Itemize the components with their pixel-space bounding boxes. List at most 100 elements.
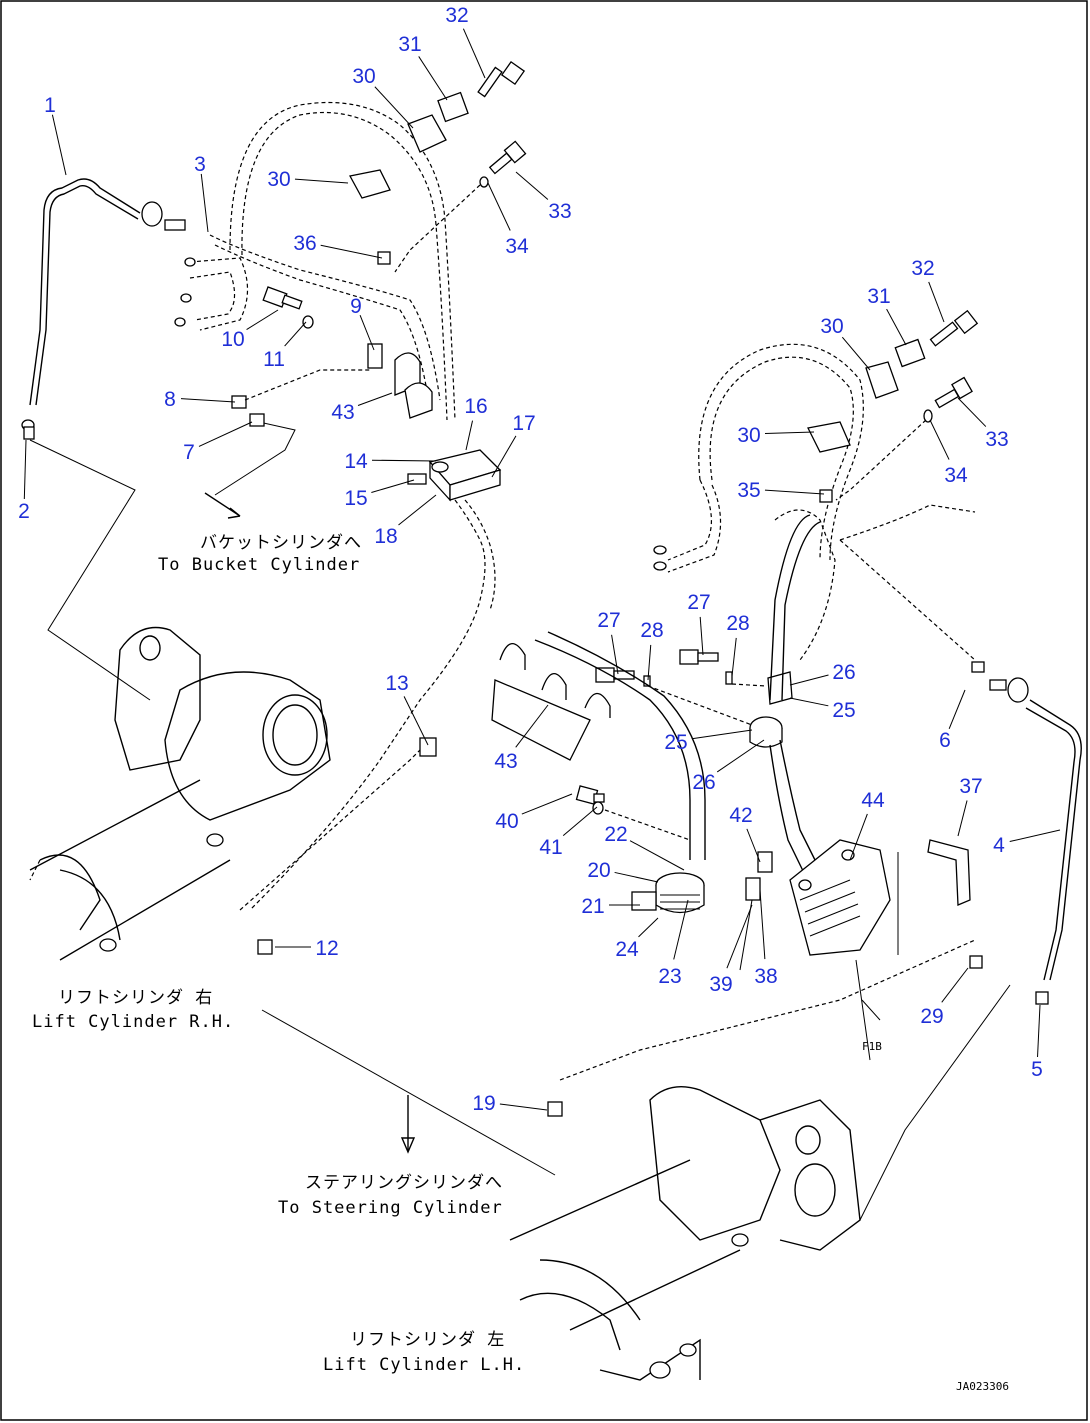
- callout-leader: [371, 479, 415, 493]
- callout-leader: [499, 1103, 548, 1111]
- caption-lift-lh-en: Lift Cylinder L.H.: [323, 1355, 525, 1375]
- callout-label: 26: [692, 771, 715, 794]
- callout-leader: [886, 308, 907, 346]
- callout-7: 7: [183, 421, 253, 464]
- callout-label: 27: [687, 591, 710, 614]
- bolt-27-a: [595, 667, 635, 683]
- nut-12: [257, 939, 273, 955]
- block-16: [407, 449, 502, 502]
- callout-label: 7: [183, 441, 195, 464]
- callout-label: 11: [263, 348, 285, 371]
- callout-leader: [929, 419, 950, 460]
- hose-22-b: [547, 631, 706, 860]
- callout-30: 30: [820, 315, 871, 371]
- callout-37: 37: [957, 775, 983, 837]
- bolt-27b-dashed: [731, 683, 767, 687]
- callout-label: 31: [398, 33, 421, 56]
- upper-right-hose: [653, 343, 864, 661]
- clamp-30-upper: [349, 114, 447, 199]
- callout-leader: [200, 173, 209, 233]
- callout-leader: [521, 793, 573, 815]
- lift-cylinder-rh: [29, 626, 331, 961]
- callout-43: 43: [494, 704, 549, 773]
- valve-44: F1B: [789, 839, 891, 1061]
- callout-20: 20: [587, 859, 659, 883]
- callout-26: 26: [789, 661, 856, 686]
- callout-leader: [487, 182, 511, 231]
- hose-13: [249, 499, 486, 911]
- callout-label: 19: [472, 1092, 495, 1115]
- callout-leader: [614, 871, 659, 883]
- hose-12: [239, 744, 426, 911]
- callout-10: 10: [221, 309, 279, 351]
- callout-34: 34: [929, 419, 968, 487]
- callout-label: 4: [993, 834, 1005, 857]
- callout-label: 30: [352, 65, 375, 88]
- callout-label: 33: [985, 428, 1008, 451]
- callout-28: 28: [640, 619, 664, 681]
- callout-label: 39: [709, 973, 732, 996]
- callout-leader: [374, 86, 414, 129]
- callout-25: 25: [789, 697, 856, 722]
- callout-17: 17: [491, 412, 536, 478]
- callout-label: 34: [944, 464, 968, 487]
- plate-31-upper: [437, 91, 469, 123]
- callout-label: 43: [331, 401, 354, 424]
- callout-label: 42: [729, 804, 752, 827]
- callout-14: 14: [344, 450, 437, 473]
- bolt-40: [575, 785, 605, 805]
- callout-label: 21: [581, 895, 604, 918]
- caption-lift-rh-en: Lift Cylinder R.H.: [32, 1012, 234, 1032]
- callout-label: 26: [832, 661, 855, 684]
- callout-leader: [180, 398, 236, 403]
- callout-leader: [957, 397, 987, 427]
- caption-lift-rh-jp: リフトシリンダ 右: [58, 988, 213, 1008]
- callout-leader: [198, 421, 253, 447]
- callout-label: 38: [754, 965, 777, 988]
- caption-steering-en: To Steering Cylinder: [278, 1198, 503, 1218]
- callout-39: 39: [709, 904, 753, 996]
- callout-label: 12: [315, 937, 338, 960]
- upper-left-hose: [174, 101, 456, 421]
- callout-29: 29: [920, 967, 969, 1028]
- callout-36: 36: [293, 232, 383, 259]
- callout-leader: [398, 494, 437, 526]
- lift-cylinder-lh: [509, 1086, 861, 1381]
- callout-42: 42: [729, 804, 761, 863]
- callout-label: 18: [374, 525, 397, 548]
- callout-label: 1: [44, 94, 56, 117]
- leader-tube4-to-cylinder: [859, 984, 1011, 1221]
- callout-label: 25: [832, 699, 855, 722]
- callout-leader: [957, 800, 968, 837]
- callout-21: 21: [581, 895, 640, 918]
- bolt-33-upper: [488, 140, 527, 175]
- tube-4: [971, 661, 1082, 1005]
- bolt-33-dashed-path: [394, 184, 481, 273]
- clip-36: [377, 251, 391, 265]
- callout-26: 26: [692, 739, 765, 794]
- callout-label: 29: [920, 1005, 943, 1028]
- callout-leader: [294, 178, 349, 184]
- callout-label: 20: [587, 859, 610, 882]
- callout-8: 8: [164, 388, 236, 411]
- callout-leader: [246, 309, 279, 330]
- bolt-33-right: [934, 376, 973, 409]
- clamp-43-upper: [394, 352, 433, 419]
- callout-label: 31: [867, 285, 890, 308]
- bolt-27-b: [679, 649, 719, 665]
- callout-1: 1: [44, 94, 67, 176]
- callout-38: 38: [754, 889, 778, 988]
- callout-leader: [51, 114, 67, 176]
- callout-label: 34: [505, 235, 529, 258]
- callout-leader: [462, 28, 486, 79]
- callout-label: 2: [18, 500, 30, 523]
- caption-bucket-en: To Bucket Cylinder: [158, 555, 360, 575]
- washer-41: [592, 801, 604, 815]
- callout-leader: [359, 315, 375, 351]
- callout-leader: [647, 644, 652, 681]
- callout-label: 40: [495, 810, 518, 833]
- callout-leader: [928, 281, 945, 323]
- bolt-32-right: [929, 309, 979, 347]
- callout-label: 6: [939, 729, 951, 752]
- leader-to-bucket: [214, 419, 296, 496]
